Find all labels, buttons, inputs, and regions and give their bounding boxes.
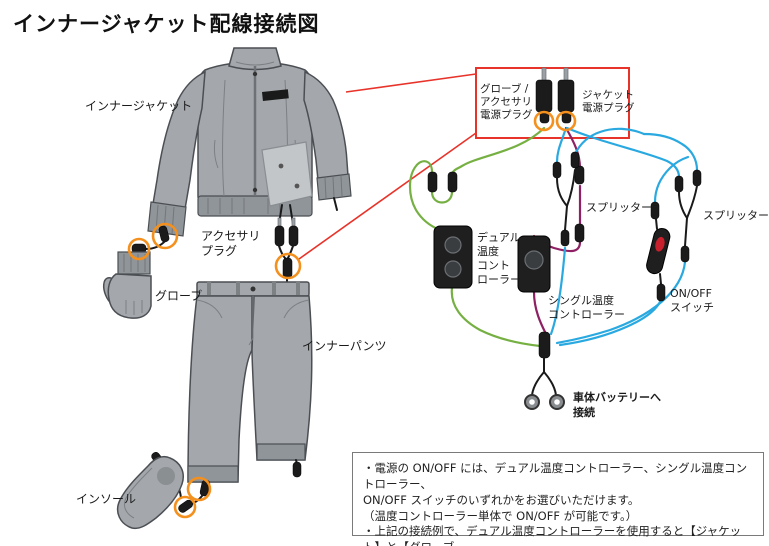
label-onoff-switch-1: ON/OFF [670, 287, 712, 300]
label-accessory-plug-1: アクセサリ [201, 229, 260, 243]
label-jacket-power-plug-1: ジャケット [582, 89, 634, 101]
accessory-plug-b [288, 225, 299, 247]
insole-illustration [116, 451, 184, 530]
label-single-controller-2: コントローラー [548, 308, 625, 321]
label-onoff-switch-2: スイッチ [670, 301, 714, 314]
highlight-power-plug-left [533, 110, 555, 132]
green-circuit-wires [408, 126, 546, 348]
note-line: ON/OFF スイッチのいずれかをお選びいただけます。 [363, 492, 640, 507]
label-insole: インソール [76, 492, 136, 506]
callout-box [475, 67, 630, 139]
label-accessory-plug-2: プラグ [201, 244, 237, 258]
highlight-pant-cuff [186, 476, 212, 502]
note-line: （温度コントローラー単体で ON/OFF が可能です。） [363, 508, 638, 523]
insole-chain-connector [178, 499, 193, 513]
accessory-plug-a [274, 225, 285, 247]
notes-box: ・電源の ON/OFF には、デュアル温度コントローラー、シングル温度コントロー… [352, 452, 764, 546]
highlight-power-plug-right [555, 110, 577, 132]
jacket-power-plug [557, 79, 575, 113]
cyan-circuit-wires [549, 126, 699, 347]
label-battery-1: 車体バッテリーへ [573, 390, 661, 404]
label-dual-controller-4: ローラー [477, 273, 521, 286]
diagram-labels: インナージャケット アクセサリ プラグ グローブ インナーパンツ インソール グ… [76, 82, 769, 506]
label-glove-accessory-power-plug-3: 電源プラグ [480, 108, 533, 121]
sleeve-cuff-connector [158, 225, 170, 243]
label-glove: グローブ [155, 288, 202, 303]
single-temperature-controller [517, 235, 551, 293]
label-inner-jacket: インナージャケット [85, 99, 192, 113]
glove-accessory-power-plug [535, 79, 553, 113]
highlight-glove [127, 237, 151, 261]
on-off-switch-device [646, 201, 671, 302]
label-dual-controller-1: デュアル [477, 230, 521, 244]
label-splitter-left: スプリッター [586, 201, 652, 214]
green-connector-pair [427, 171, 458, 193]
label-dual-controller-2: 温度 [477, 244, 499, 258]
inner-pants-illustration [178, 281, 313, 513]
highlight-insole [173, 495, 197, 519]
label-glove-accessory-power-plug-1: グローブ / [480, 82, 529, 95]
highlight-accessory-plug [274, 252, 302, 280]
right-pant-connector [292, 461, 302, 478]
accessory-connector [282, 257, 293, 279]
highlight-circles [127, 110, 577, 519]
callout-leader-top [345, 73, 477, 93]
callout-leader-bottom [298, 132, 477, 260]
splitter-left-device [552, 151, 580, 247]
label-inner-pants: インナーパンツ [302, 339, 386, 353]
note-line: ・電源の ON/OFF には、デュアル温度コントローラー、シングル温度コントロー… [363, 461, 748, 491]
label-glove-accessory-power-plug-2: アクセサリ [480, 96, 532, 108]
label-battery-2: 接続 [573, 405, 595, 419]
purple-connector-chain [574, 165, 585, 243]
label-single-controller-1: シングル温度 [548, 293, 614, 307]
label-jacket-power-plug-2: 電源プラグ [582, 101, 635, 114]
label-splitter-right: スプリッター [703, 209, 769, 222]
dual-temperature-controller [433, 225, 473, 289]
label-dual-controller-3: コント [477, 259, 510, 272]
inner-jacket-illustration [145, 47, 352, 294]
highlight-sleeve-cuff [151, 222, 179, 250]
glove-illustration [102, 243, 152, 319]
page-title: インナージャケット配線接続図 [13, 12, 320, 36]
battery-connection [524, 331, 565, 410]
splitter-right-device [674, 169, 702, 263]
note-line: ・上記の接続例で、デュアル温度コントローラーを使用すると【ジャケット】と【グロー… [363, 524, 742, 546]
